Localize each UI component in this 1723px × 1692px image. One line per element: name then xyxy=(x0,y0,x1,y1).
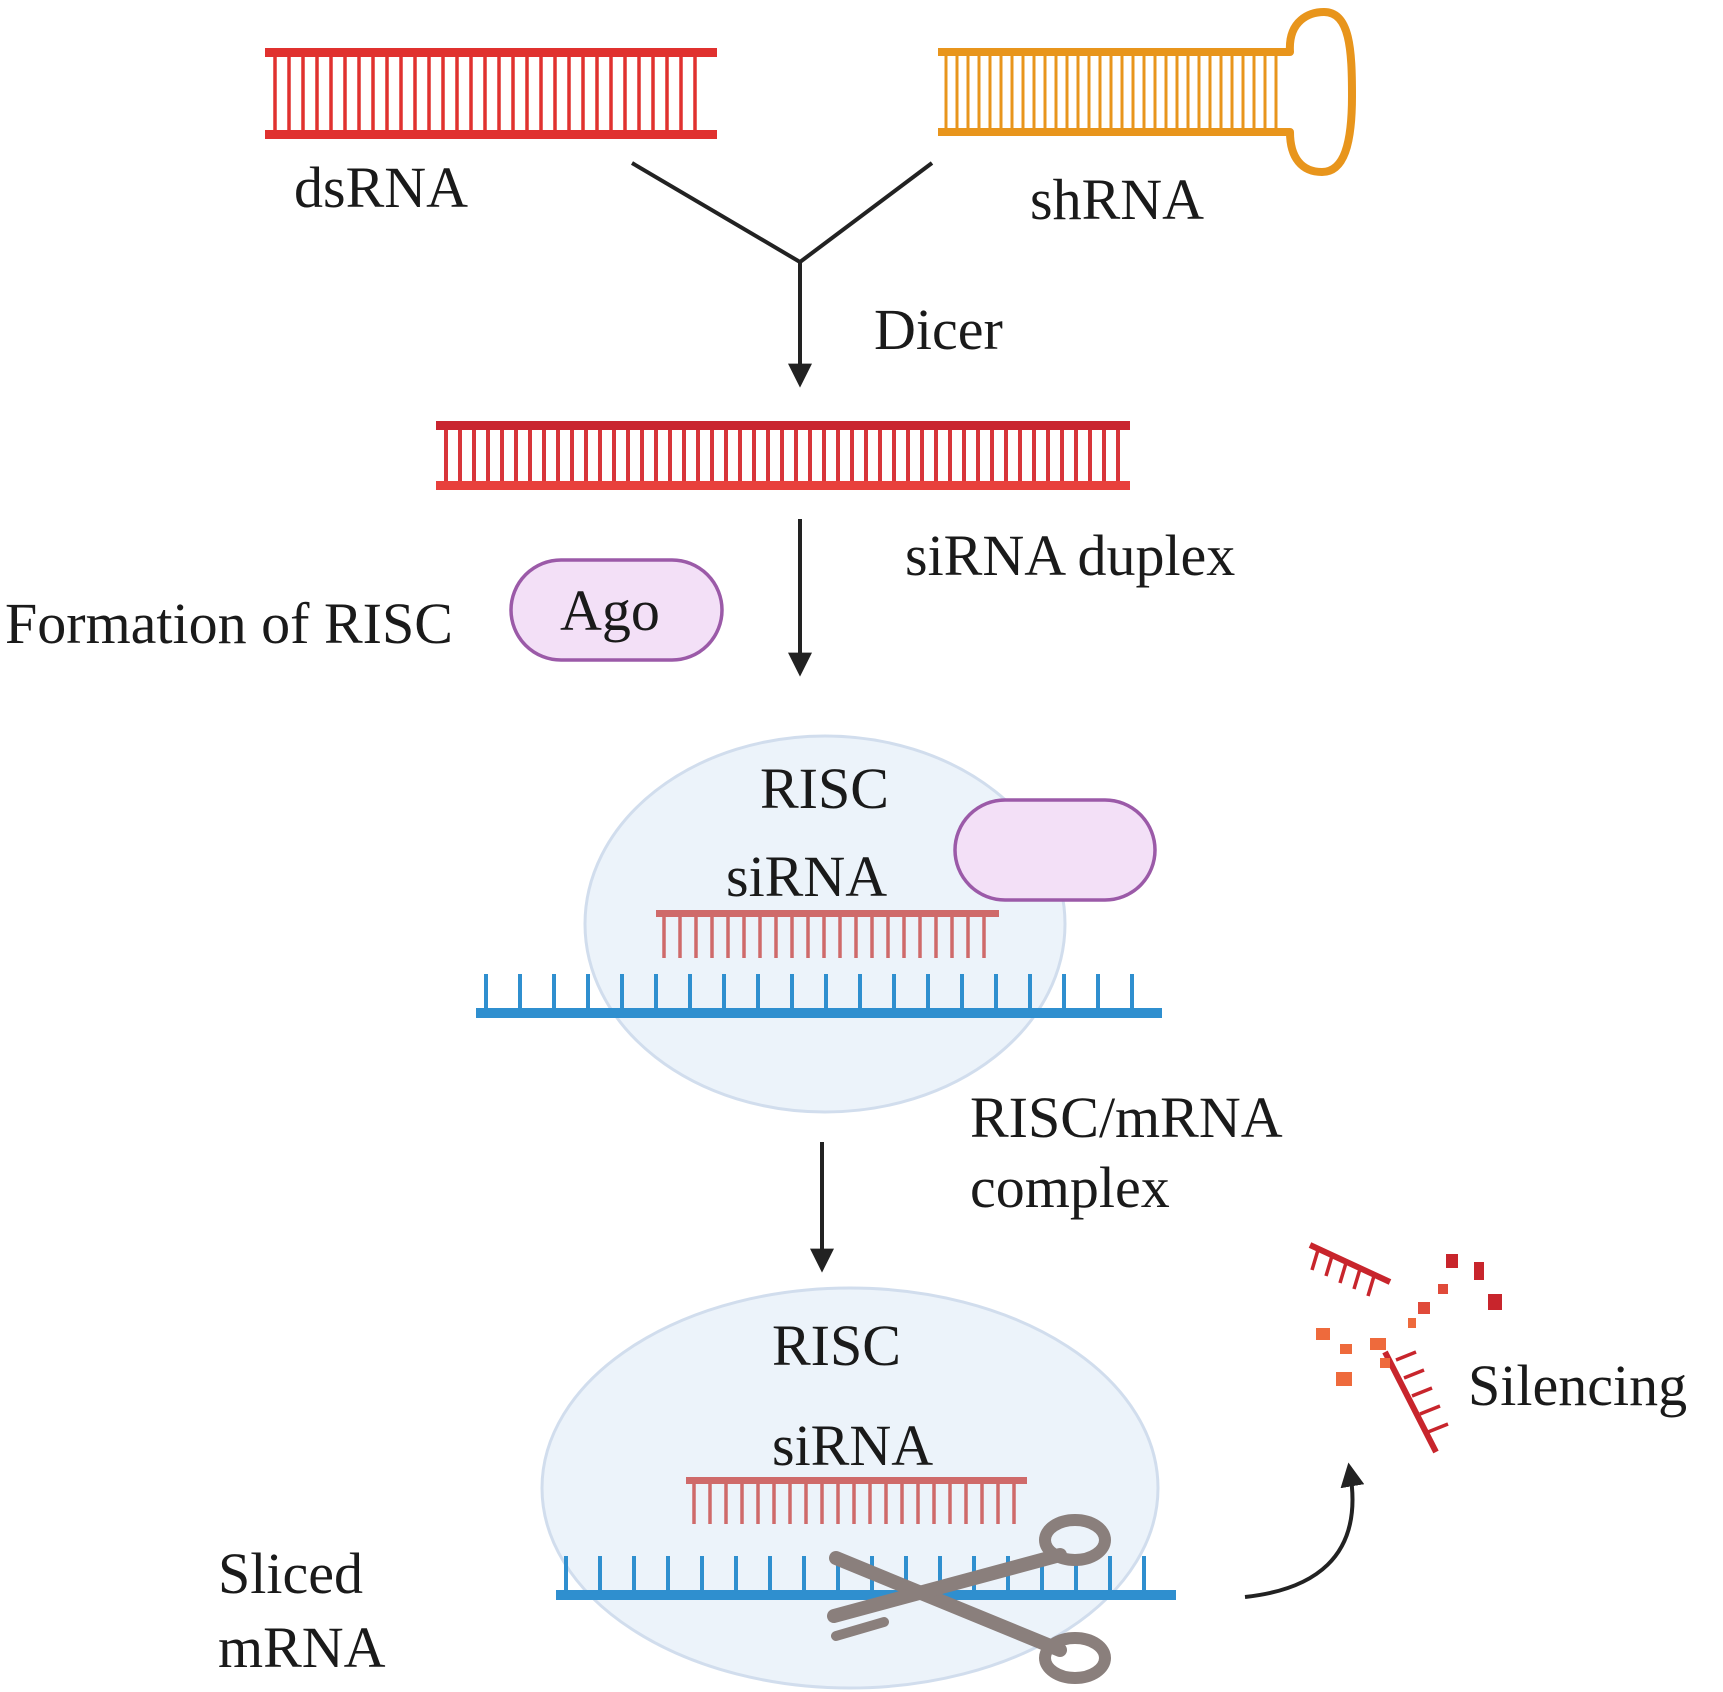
sirna-strand-1 xyxy=(656,910,999,958)
risc-complex-1: RISC siRNA xyxy=(476,734,1162,1114)
risc-mrna-complex-label-line1: RISC/mRNA xyxy=(970,1085,1283,1150)
dicer-label: Dicer xyxy=(874,297,1003,362)
sliced-mrna-label-line2: mRNA xyxy=(218,1615,386,1680)
sirna-strand-2 xyxy=(686,1477,1027,1524)
ago-protein xyxy=(509,558,724,662)
fragment-base xyxy=(1310,1249,1320,1271)
scissors-icon xyxy=(827,1514,1111,1684)
dsrna-label: dsRNA xyxy=(294,155,468,220)
shrna-label: shRNA xyxy=(1030,167,1204,232)
dicer-convergence-lines xyxy=(630,161,934,264)
risc-2-label: RISC xyxy=(772,1313,901,1378)
shrna-molecule xyxy=(938,8,1356,176)
sirna-2-label: siRNA xyxy=(772,1413,933,1478)
ago-label: Ago xyxy=(560,578,660,643)
rna-fragments-icon xyxy=(1308,1242,1502,1454)
fragment-base xyxy=(1411,1386,1433,1398)
sliced-mrna-label-line1: Sliced xyxy=(218,1541,363,1606)
fragment-base xyxy=(1427,1422,1449,1434)
sirna-duplex-molecule xyxy=(436,421,1130,490)
risc-1-label: RISC xyxy=(760,756,889,821)
sirna-1-label: siRNA xyxy=(726,844,887,909)
sirna-duplex-label: siRNA duplex xyxy=(905,523,1235,588)
fragment-base xyxy=(1366,1275,1376,1297)
silencing-label: Silencing xyxy=(1468,1353,1687,1418)
silencing-arrow xyxy=(1244,1462,1365,1599)
formation-of-risc-label: Formation of RISC xyxy=(5,591,453,656)
dsrna-molecule xyxy=(265,48,717,139)
fragment-base xyxy=(1338,1262,1348,1284)
ago-protein-bound xyxy=(953,798,1157,902)
risc-complex-2: RISC siRNA xyxy=(540,1286,1176,1690)
mrna-strand-1 xyxy=(476,974,1162,1018)
fragment-base xyxy=(1395,1350,1417,1362)
fragment-base xyxy=(1352,1268,1362,1290)
fragment-base xyxy=(1403,1368,1425,1380)
fragment-base xyxy=(1419,1404,1441,1416)
risc-mrna-complex-label-line2: complex xyxy=(970,1155,1170,1220)
fragment-base xyxy=(1324,1255,1334,1277)
